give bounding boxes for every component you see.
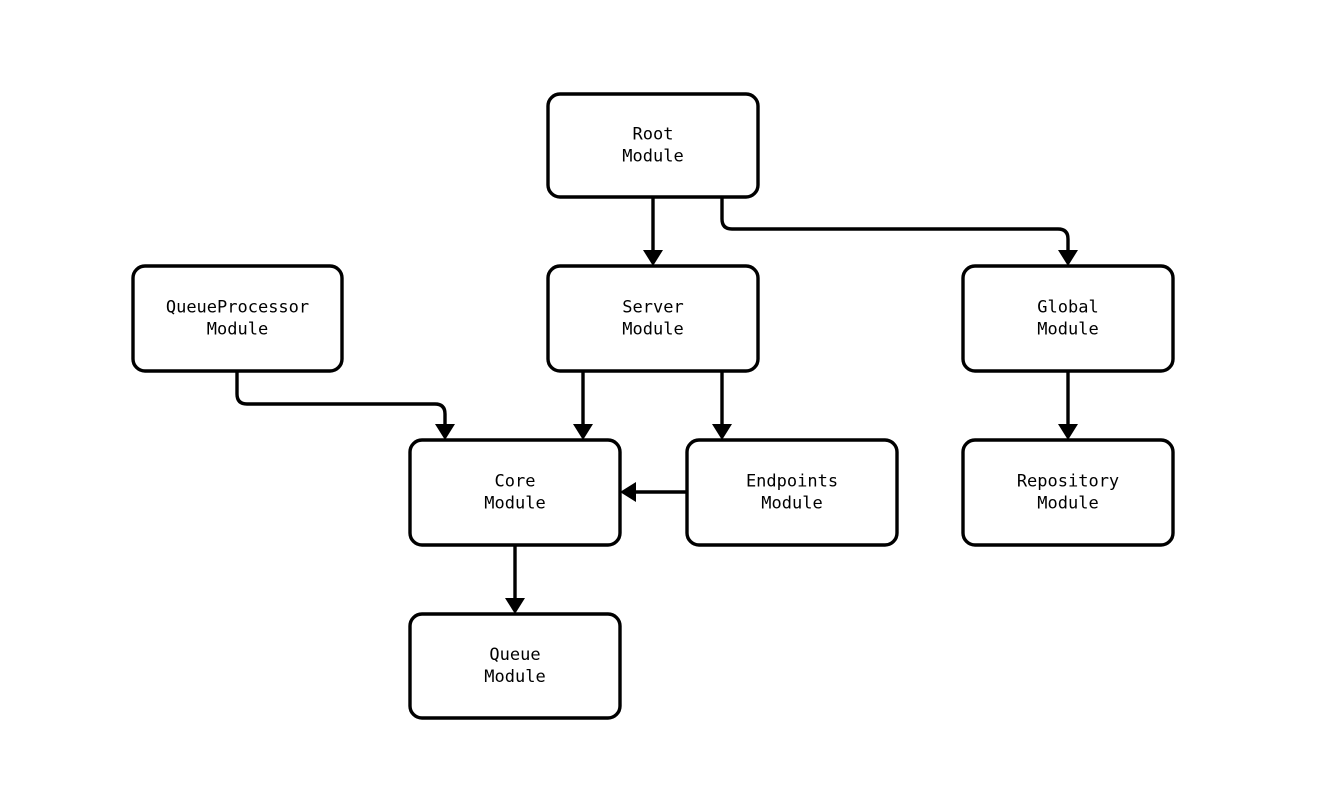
edge-server-to-core xyxy=(573,371,593,440)
node-label-line1: Endpoints xyxy=(746,472,838,492)
node-label-line2: Module xyxy=(484,494,545,514)
edge-core-to-queue xyxy=(505,545,525,614)
node-label-line2: Module xyxy=(622,147,683,167)
edge-queueprocessor-to-core xyxy=(235,371,455,440)
edge-server-to-endpoints xyxy=(712,371,732,440)
node-box[interactable] xyxy=(685,438,899,547)
edge-root-to-global xyxy=(720,197,1078,266)
node-label-line2: Module xyxy=(1037,320,1098,340)
arrow-head-icon xyxy=(620,482,636,502)
node-box[interactable] xyxy=(408,438,622,547)
node-box[interactable] xyxy=(131,264,344,373)
node-label-line2: Module xyxy=(484,667,545,687)
edge-global-to-repository xyxy=(1058,371,1078,440)
node-box[interactable] xyxy=(961,264,1175,373)
node-label-line2: Module xyxy=(1037,494,1098,514)
edge-line xyxy=(235,371,447,424)
arrow-head-icon xyxy=(573,424,593,440)
node-label-line1: Root xyxy=(633,125,674,145)
node-box[interactable] xyxy=(546,92,760,199)
edge-line xyxy=(720,197,1070,250)
nodes-layer: RootModuleQueueProcessorModuleServerModu… xyxy=(131,92,1175,720)
arrow-head-icon xyxy=(505,598,525,614)
node-label-line1: Queue xyxy=(489,645,540,665)
edge-endpoints-to-core xyxy=(620,482,687,502)
arrow-head-icon xyxy=(1058,424,1078,440)
arrow-head-icon xyxy=(643,250,663,266)
edge-root-to-server xyxy=(643,197,663,266)
node-label-line1: QueueProcessor xyxy=(166,298,309,318)
arrow-head-icon xyxy=(435,424,455,440)
edges-layer xyxy=(235,197,1078,614)
node-label-line2: Module xyxy=(207,320,268,340)
node-box[interactable] xyxy=(408,612,622,720)
node-label-line1: Core xyxy=(495,472,536,492)
node-label-line1: Repository xyxy=(1017,472,1119,492)
node-label-line1: Server xyxy=(622,298,683,318)
node-box[interactable] xyxy=(546,264,760,373)
node-box[interactable] xyxy=(961,438,1175,547)
node-label-line2: Module xyxy=(622,320,683,340)
arrow-head-icon xyxy=(1058,250,1078,266)
node-label-line2: Module xyxy=(761,494,822,514)
node-label-line1: Global xyxy=(1037,298,1098,318)
arrow-head-icon xyxy=(712,424,732,440)
